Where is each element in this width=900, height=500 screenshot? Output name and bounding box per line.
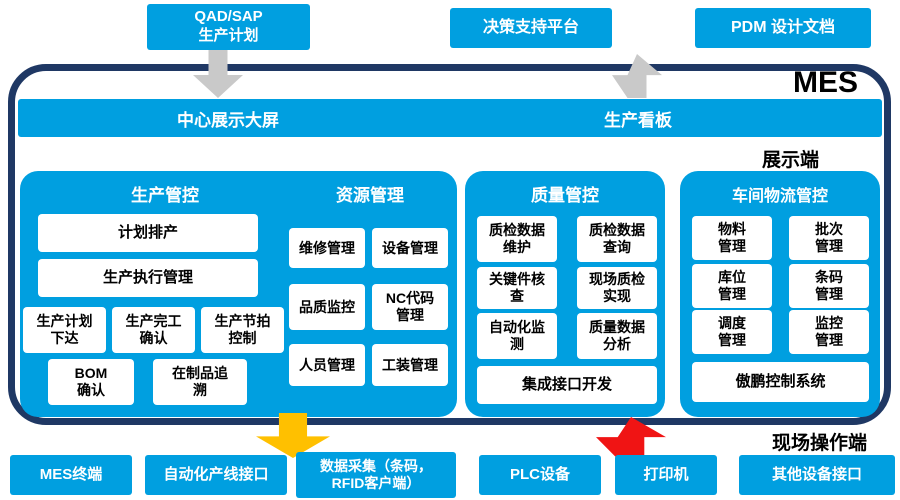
module-plan-release: 生产计划 下达	[23, 307, 106, 353]
module-monitor-mgmt: 监控 管理	[789, 310, 869, 354]
quality-panel-title: 质量管控	[531, 186, 599, 205]
module-key-parts-check: 关键件核 查	[477, 267, 557, 309]
external-system-qad-sap: QAD/SAP 生产计划	[147, 4, 310, 50]
external-system-pdm: PDM 设计文档	[695, 8, 871, 48]
display-header-bar: 中心展示大屏 生产看板	[18, 99, 882, 137]
logistics-panel-title: 车间物流管控	[731, 188, 828, 205]
operation-side-label: 现场操作端	[772, 433, 868, 454]
device-other-interface: 其他设备接口	[739, 455, 895, 495]
module-aopeng-control-system: 傲鹏控制系统	[692, 362, 869, 402]
device-data-collection: 数据采集（条码， RFID客户端）	[296, 452, 456, 498]
device-mes-terminal: MES终端	[10, 455, 132, 495]
module-barcode-mgmt: 条码 管理	[789, 264, 869, 308]
device-printer: 打印机	[615, 455, 717, 495]
module-takt-control: 生产节拍 控制	[201, 307, 284, 353]
module-batch-mgmt: 批次 管理	[789, 216, 869, 260]
module-auto-monitoring: 自动化监 测	[477, 313, 557, 359]
device-auto-line-interface: 自动化产线接口	[145, 455, 287, 495]
module-onsite-inspection: 现场质检 实现	[577, 267, 657, 309]
module-equipment-mgmt: 设备管理	[372, 228, 448, 268]
module-personnel-mgmt: 人员管理	[289, 344, 365, 386]
module-maintenance-mgmt: 维修管理	[289, 228, 365, 268]
resource-panel-title: 资源管理	[336, 186, 404, 205]
display-side-label: 展示端	[762, 150, 820, 171]
module-integration-interface: 集成接口开发	[477, 366, 657, 404]
mes-title: MES	[793, 66, 859, 99]
module-nc-code-mgmt: NC代码 管理	[372, 284, 448, 330]
device-plc: PLC设备	[479, 455, 601, 495]
module-production-execution: 生产执行管理	[38, 259, 258, 297]
module-completion-confirm: 生产完工 确认	[112, 307, 195, 353]
module-material-mgmt: 物料 管理	[692, 216, 772, 260]
module-quality-data-analysis: 质量数据 分析	[577, 313, 657, 359]
external-system-decision-support: 决策支持平台	[450, 8, 612, 48]
module-wip-trace: 在制品追 溯	[153, 359, 247, 405]
central-display-label: 中心展示大屏	[177, 110, 279, 130]
module-bom-confirm: BOM 确认	[48, 359, 134, 405]
module-dispatch-mgmt: 调度 管理	[692, 310, 772, 354]
module-inspection-data-query: 质检数据 查询	[577, 216, 657, 262]
module-inspection-data-maintain: 质检数据 维护	[477, 216, 557, 262]
module-plan-scheduling: 计划排产	[38, 214, 258, 252]
production-panel-title: 生产管控	[131, 186, 199, 205]
module-tooling-mgmt: 工装管理	[372, 344, 448, 386]
production-kanban-label: 生产看板	[604, 110, 672, 130]
module-location-mgmt: 库位 管理	[692, 264, 772, 308]
module-quality-monitor: 品质监控	[289, 284, 365, 330]
